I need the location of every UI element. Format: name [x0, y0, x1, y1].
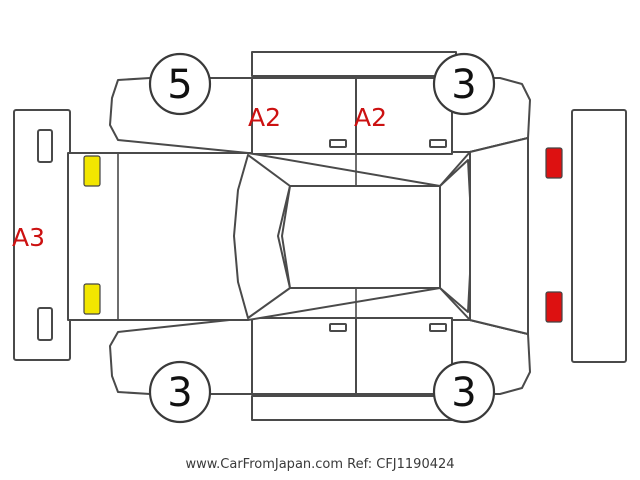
wheel-front-left: 5	[148, 52, 212, 116]
bottom-rear-door-handle	[429, 323, 447, 332]
bottom-rocker	[251, 395, 457, 421]
top-rocker	[251, 51, 457, 77]
wheel-rear-left: 3	[148, 360, 212, 424]
left-bumper-upper-slot	[37, 129, 53, 163]
damage-code-door-upper-left: A2	[248, 103, 281, 132]
rear-lamp-upper	[545, 147, 563, 179]
top-rear-door-handle	[429, 139, 447, 148]
rear-window	[439, 159, 473, 313]
wheel-rear-right-circle	[432, 360, 496, 424]
watermark-text: www.CarFromJapan.com Ref: CFJ1190424	[185, 457, 455, 472]
windshield	[233, 154, 291, 319]
rear-lamp-lower	[545, 291, 563, 323]
wheel-rear-left-circle	[148, 360, 212, 424]
wheel-front-right-rating: 3	[451, 62, 476, 108]
front-lamp-lower	[83, 283, 101, 315]
front-lamp-upper	[83, 155, 101, 187]
bottom-side-panel	[109, 317, 531, 421]
wheel-rear-right-rating: 3	[451, 370, 476, 416]
damage-code-door-upper-right: A2	[354, 103, 387, 132]
trunk-lid	[469, 137, 529, 335]
wheel-front-right: 3	[432, 52, 496, 116]
wheel-front-left-rating: 5	[167, 62, 192, 108]
wheel-rear-left-rating: 3	[167, 370, 192, 416]
top-front-door-handle	[329, 139, 347, 148]
wheel-front-right-circle	[432, 52, 496, 116]
top-view-body	[67, 137, 529, 335]
damage-code-left-bumper: A3	[12, 223, 45, 252]
wheel-rear-right: 3	[432, 360, 496, 424]
left-bumper-lower-slot	[37, 307, 53, 341]
wheel-front-left-circle	[148, 52, 212, 116]
right-bumper	[571, 109, 627, 363]
roof	[281, 185, 441, 289]
bottom-front-door-handle	[329, 323, 347, 332]
